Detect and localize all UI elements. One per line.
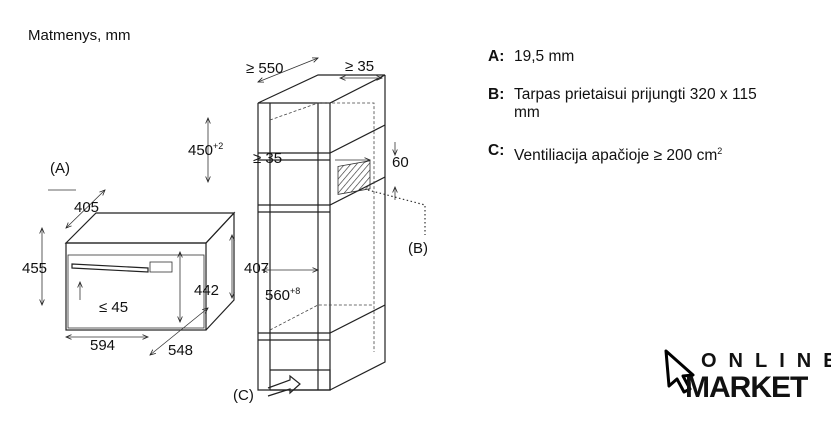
dim-oven-side-height: 407 (244, 260, 269, 277)
dim-vent-height: 60 (392, 154, 409, 171)
dim-rear-gap: ≥ 35 (345, 58, 374, 75)
notes-list: A:19,5 mm B:Tarpas prietaisui prijungti … (488, 48, 774, 185)
cabinet-drawing (208, 58, 426, 397)
dim-vent-gap: ≥ 35 (253, 150, 282, 167)
dim-niche-height: 450+2 (188, 141, 223, 159)
svg-text:MARKET: MARKET (685, 371, 808, 403)
label-c: (C) (233, 387, 254, 404)
dim-niche-depth: ≥ 550 (246, 60, 283, 77)
note-a: A:19,5 mm (488, 48, 575, 65)
dim-oven-depth: 548 (168, 342, 193, 359)
label-a: (A) (50, 160, 70, 177)
oven-drawing (42, 190, 236, 355)
dim-oven-inner-height: 442 (194, 282, 219, 299)
diagram-title: Matmenys, mm (28, 27, 131, 44)
note-c: C:Ventiliacija apačioje ≥ 200 cm2 (488, 142, 723, 165)
dim-oven-width: 594 (90, 337, 115, 354)
dim-oven-height: 455 (22, 260, 47, 277)
online-market-logo: ONLINE MARKET (664, 349, 831, 403)
dim-niche-width: 560+8 (265, 286, 300, 304)
cursor-icon (664, 349, 695, 394)
dim-oven-top-depth: 405 (74, 199, 99, 216)
svg-text:ONLINE: ONLINE (701, 350, 831, 372)
dim-front-gap: ≤ 45 (99, 299, 128, 316)
note-b: B:Tarpas prietaisui prijungti 320 x 115 … (488, 86, 757, 121)
label-b: (B) (408, 240, 428, 257)
